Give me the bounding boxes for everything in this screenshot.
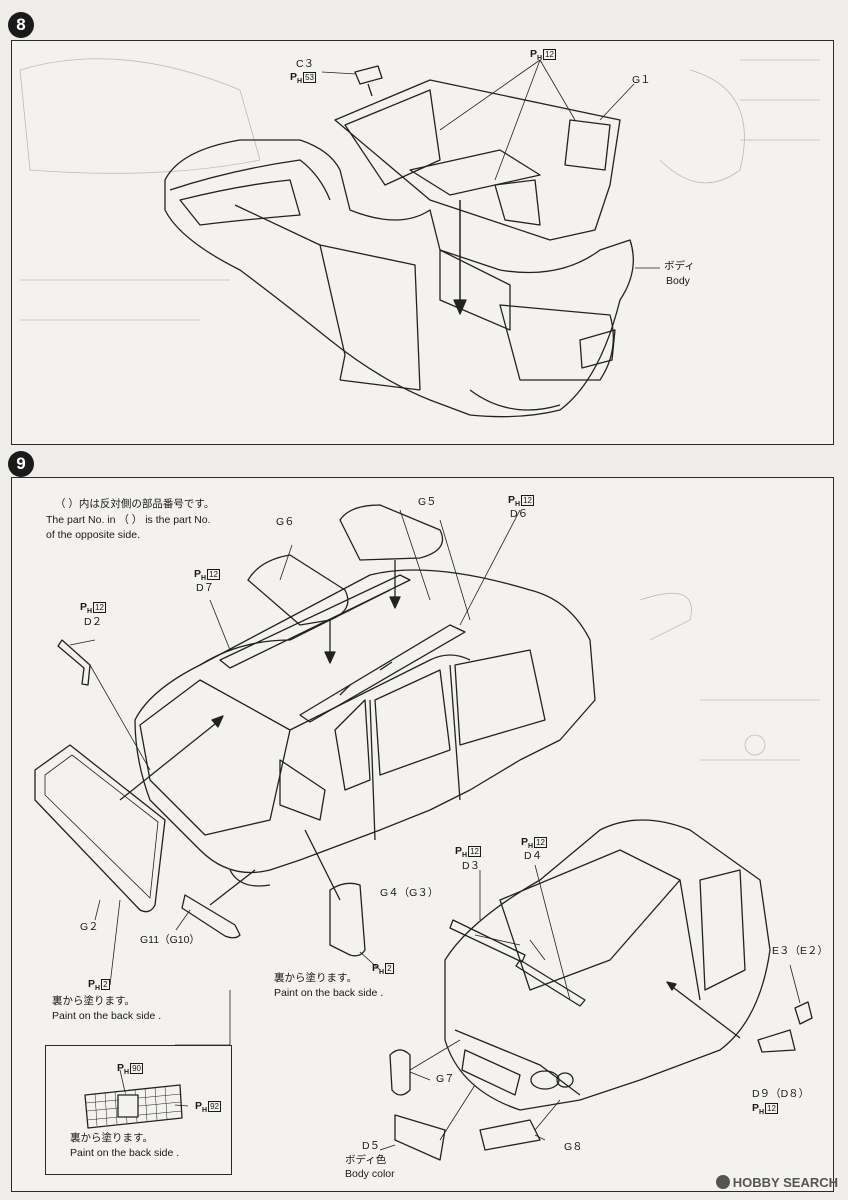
d5-label: D５ [362,1140,381,1152]
d7-label: D７ [196,582,215,594]
note-en-1: The part No. in （ ） is the part No. [46,514,211,526]
g8-part [479,1119,541,1151]
step-9-badge: 9 [8,451,34,477]
g6-label: G６ [276,516,295,528]
g2-paint-note-en: Paint on the back side . [52,1010,162,1022]
inset-paint-note-jp: 裏から塗ります。 [70,1132,153,1144]
g4-paint-note-jp: 裏から塗ります。 [274,972,357,984]
step-8-panel [11,40,834,445]
c3-label: C３ [296,58,315,70]
g4-glass [329,882,366,957]
e3-label: E３（E２） [772,945,829,957]
inset-box [45,1045,232,1175]
inset-window-grid [84,1069,189,1129]
c3-part [354,65,383,85]
d4-label: D４ [524,850,543,862]
hobby-search-logo-icon [715,1175,730,1189]
g4-label: G４（G３） [380,887,439,899]
g1-label: G１ [632,74,651,86]
d5-color-en: Body color [345,1168,395,1180]
body-label-jp: ボディ [664,260,695,272]
g2-label: G２ [80,921,99,933]
e3-part [794,1001,813,1025]
g11-part [181,894,241,939]
g11-label: G11（G10） [140,934,200,946]
g5-label: G５ [418,496,437,508]
d9-label: D９（D８） [752,1088,810,1100]
g8-label: G８ [564,1141,583,1153]
d4-wiper [515,959,586,1007]
d3-wiper [449,919,526,963]
g4-paint-note-en: Paint on the back side . [274,987,384,999]
d9-part [757,1029,796,1053]
body-label-en: Body [666,275,690,287]
g2-glass [34,744,166,913]
roof-rail-left [219,574,411,669]
note-en-2: of the opposite side. [46,529,140,541]
d5-part [394,1114,446,1161]
g7-part [389,1049,411,1096]
step-8-badge: 8 [8,12,34,38]
g2-paint-note-jp: 裏から塗ります。 [52,995,135,1007]
d3-label: D３ [462,860,481,872]
d2-wiper [57,639,91,686]
body-shell [164,139,634,418]
g7-label: G７ [436,1073,455,1085]
interior-frame [334,79,621,241]
g5-glass [339,504,444,561]
car-body-front [444,819,771,1111]
car-body-rear [134,569,596,874]
inset-paint-note-en: Paint on the back side . [70,1147,180,1159]
d2-label: D２ [84,616,103,628]
watermark: HOBBY SEARCH [715,1175,838,1190]
d5-color-jp: ボディ色 [345,1154,387,1166]
d6-label: D６ [510,508,529,520]
roof-rail-right [299,624,466,723]
note-jp: （ ）内は反対側の部品番号です。 [55,498,215,510]
g6-glass [247,554,349,626]
